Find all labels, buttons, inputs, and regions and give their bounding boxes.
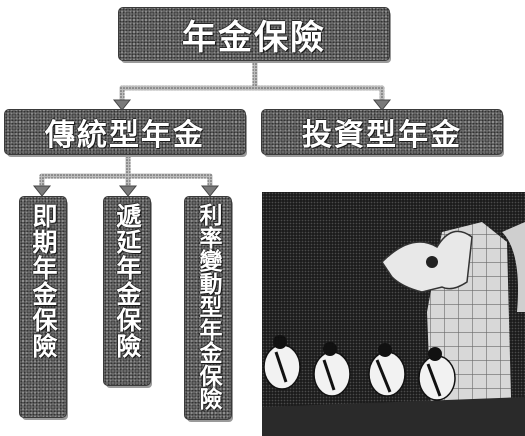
sub-node-variable-rate-label: 利率變動型年金保險 — [195, 203, 221, 410]
branch-node-traditional-annuity: 傳統型年金 — [5, 110, 245, 154]
root-node-label: 年金保險 — [182, 17, 326, 58]
arrow-head-deferred — [118, 185, 138, 197]
sub-node-immediate-annuity: 即期年金保險 — [20, 197, 66, 417]
building-edge — [502, 222, 525, 312]
sub-node-variable-rate-annuity: 利率變動型年金保險 — [185, 197, 231, 419]
sub-node-deferred-annuity: 遞延年金保險 — [104, 197, 150, 385]
arrow-head-immediate — [32, 185, 52, 197]
sub-node-deferred-label: 遞延年金保險 — [113, 203, 142, 359]
branch-node-traditional-label: 傳統型年金 — [45, 118, 205, 153]
illustration-photo — [262, 192, 525, 436]
arrow-head-investment — [372, 99, 392, 111]
sub-node-immediate-label: 即期年金保險 — [29, 203, 58, 359]
branch-node-investment-label: 投資型年金 — [302, 118, 462, 153]
illustration-scene — [262, 192, 525, 436]
arrow-head-variable-rate — [200, 185, 220, 197]
branch-node-investment-annuity: 投資型年金 — [262, 110, 502, 154]
arrow-head-traditional — [112, 99, 132, 111]
statue-eye — [426, 256, 438, 268]
root-node-annuity-insurance: 年金保險 — [119, 8, 389, 60]
stage-floor — [262, 397, 525, 436]
figures-group — [263, 335, 456, 401]
